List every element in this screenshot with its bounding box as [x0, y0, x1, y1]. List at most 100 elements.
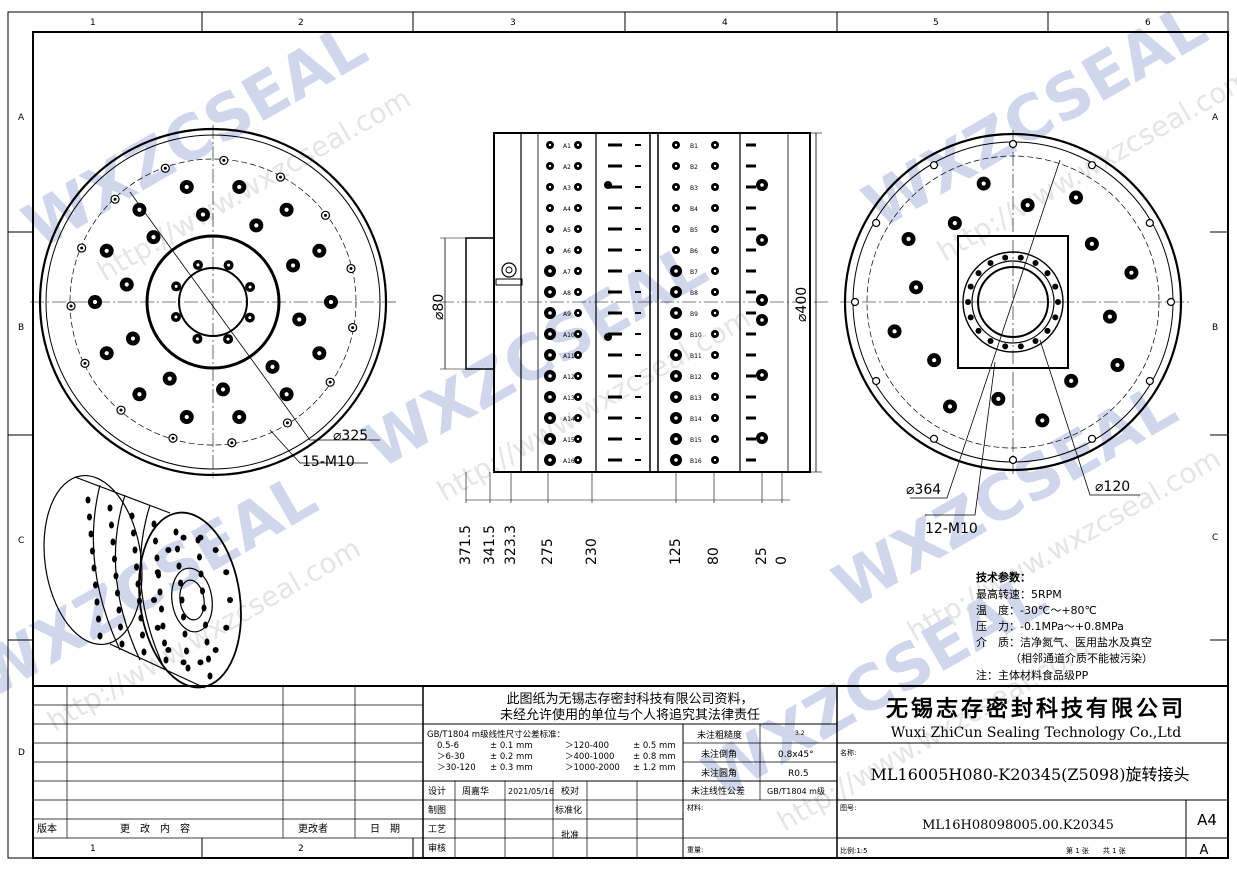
iso-port	[110, 538, 116, 546]
iso-port	[85, 496, 91, 504]
side-port-label-a: A11	[563, 353, 575, 360]
side-port-label-a: A3	[563, 185, 571, 192]
side-slot	[746, 437, 756, 441]
side-port-label-a: A14	[563, 416, 575, 423]
side-port-label-b: B8	[690, 290, 698, 297]
iso-port	[138, 614, 144, 622]
side-slot	[746, 164, 756, 168]
iso-port	[185, 664, 191, 672]
side-view	[440, 132, 830, 501]
side-port-center	[576, 332, 580, 336]
front-thread-hole-center	[323, 213, 327, 217]
iso-port	[87, 513, 92, 521]
process-label: 工艺	[428, 824, 446, 835]
side-port-center	[713, 458, 717, 462]
tol-cell: ± 0.8 mm	[633, 752, 676, 762]
rear-dim-inner: ⌀120	[1095, 479, 1130, 495]
side-port-center	[576, 437, 580, 441]
iso-port	[176, 562, 182, 570]
front-dim-pcd: ⌀325	[333, 428, 368, 444]
side-port-center	[713, 143, 717, 147]
rear-port-hole-center	[1089, 241, 1094, 246]
revision-headers: 版本 更 改 内 容 更改者 日 期	[37, 822, 400, 835]
side-port-c-center	[760, 318, 764, 322]
rear-port-hole-center	[947, 404, 953, 409]
rear-thread-hole	[1008, 455, 1018, 465]
side-port-label-a: A7	[563, 269, 571, 276]
tech-line: 介 质：洁净氮气、医用盐水及真空	[976, 635, 1152, 649]
rear-thread-hole	[1166, 297, 1176, 307]
side-port-center	[713, 164, 717, 168]
iso-face-hole	[197, 659, 204, 666]
rear-port-hole-center	[1115, 362, 1120, 368]
front-port-hole-center	[196, 263, 200, 267]
notice-line-1: 此图纸为无锡志存密封科技有限公司资料，	[506, 691, 753, 707]
side-dim-value: 80	[706, 547, 722, 565]
front-port-hole-center	[297, 317, 302, 322]
front-thread-hole-center	[230, 441, 234, 445]
rear-view-holes	[850, 139, 1176, 465]
tol-cell: ± 0.5 mm	[633, 741, 676, 751]
tech-line: 最高转速：5RPM	[976, 587, 1062, 601]
side-slot	[608, 227, 622, 231]
rear-inner-pin	[1052, 314, 1059, 321]
rear-inner-pin	[987, 260, 994, 267]
iso-port	[118, 623, 123, 631]
side-port-label-a: A2	[563, 164, 571, 171]
iso-port	[201, 604, 207, 612]
front-port-hole-center	[92, 299, 98, 305]
side-port-label-a: A16	[563, 458, 575, 465]
iso-face-hole	[197, 534, 204, 541]
material-label: 材料:	[687, 803, 703, 812]
rear-inner-pin	[975, 270, 982, 277]
front-port-hole-center	[237, 184, 242, 190]
design-label: 设计	[428, 785, 446, 797]
linear-label: 未注线性公差	[691, 785, 745, 797]
tolerance-table: GB/T1804 m级线性尺寸公差标准： 0.5-6 ± 0.1 mm ＞120…	[427, 729, 676, 773]
side-port-center	[576, 248, 580, 252]
rough-value: 3.2	[795, 730, 805, 737]
side-port-b-center	[674, 248, 678, 252]
tol-cell: ＞400-1000	[565, 752, 614, 762]
signoff-fields: 设计 周嘉华 2021/05/16 校对 制图 标准化 工艺 批准 审核 材料:…	[428, 785, 703, 854]
side-port-label-b: B5	[690, 227, 698, 234]
front-port-hole-center	[237, 414, 242, 420]
design-date: 2021/05/16	[508, 787, 554, 796]
side-port-b-center	[674, 374, 678, 378]
side-port-label-a: A10	[563, 332, 575, 339]
iso-port	[182, 630, 188, 638]
side-port-b-center	[674, 290, 678, 294]
front-dim-threads: 15-M10	[302, 454, 355, 470]
side-slot	[608, 143, 622, 147]
sheet-count: 第 1 张 共 1 张	[1066, 846, 1126, 855]
side-port-a-center	[548, 311, 552, 315]
tech-parameters: 技术参数： 最高转速：5RPM 温 度：-30℃～+80℃ 压 力：-0.1MP…	[976, 570, 1153, 682]
side-slot	[746, 332, 756, 336]
front-view-holes	[66, 155, 358, 448]
zone-col-6: 6	[1145, 18, 1151, 28]
rear-dim-outer: ⌀364	[906, 482, 941, 498]
iso-port	[88, 530, 94, 538]
side-dim-shaft: ⌀80	[431, 294, 447, 320]
side-port-label-a: A6	[563, 248, 571, 255]
iso-port	[107, 504, 113, 512]
iso-port	[200, 587, 205, 595]
standard-label: 标准化	[555, 804, 582, 816]
side-port-a-center	[548, 416, 552, 420]
side-port-label-a: A4	[563, 206, 571, 213]
designer-name: 周嘉华	[462, 785, 489, 797]
rear-port-hole-center	[1073, 195, 1079, 200]
front-thread-hole-center	[222, 158, 226, 162]
weight-label: 重量:	[687, 846, 703, 854]
iso-port	[197, 553, 202, 561]
rev-header-date: 日 期	[370, 823, 400, 835]
rear-thread-hole	[929, 434, 939, 443]
side-port-label-b: B7	[690, 269, 698, 276]
side-port-b-center	[674, 164, 678, 168]
side-port-center	[576, 416, 580, 420]
rear-port-hole-center	[914, 285, 919, 290]
front-thread-hole-center	[80, 246, 84, 250]
revision-letter: A	[1200, 843, 1209, 858]
side-port-center	[713, 437, 717, 441]
side-port-center	[576, 290, 580, 294]
